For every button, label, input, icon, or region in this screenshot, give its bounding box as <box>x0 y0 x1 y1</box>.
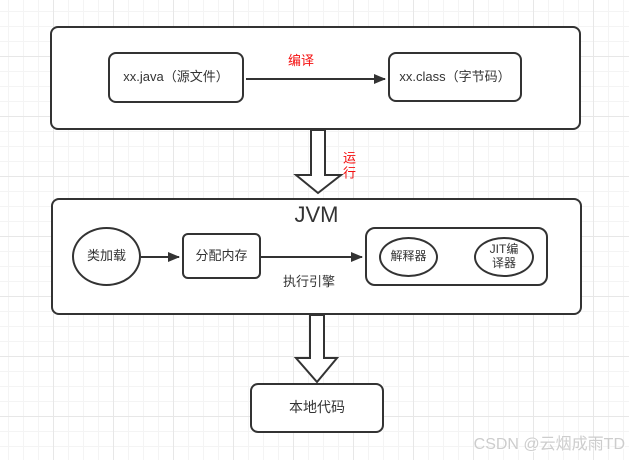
compile-label: 编译 <box>288 53 315 68</box>
native-code-node: 本地代码 <box>250 383 384 433</box>
execution-engine-label: 执行引擎 <box>283 274 336 289</box>
run-block-arrow <box>293 129 344 195</box>
class-file-label: xx.class（字节码） <box>399 68 511 84</box>
native-code-label: 本地代码 <box>289 399 345 416</box>
interpreter-node: 解释器 <box>379 237 438 277</box>
class-file-node: xx.class（字节码） <box>388 52 522 102</box>
source-file-node: xx.java（源文件） <box>108 52 244 103</box>
class-loader-node: 类加载 <box>72 227 141 286</box>
csdn-watermark: CSDN @云烟成雨TD <box>473 436 625 453</box>
jit-compiler-label: JIT编译器 <box>489 242 519 270</box>
jvm-title: JVM <box>294 202 339 227</box>
run-label: 运行 <box>341 151 356 181</box>
interpreter-label: 解释器 <box>390 249 427 264</box>
jvm-to-native-block-arrow <box>293 314 340 384</box>
allocate-memory-node: 分配内存 <box>182 233 261 279</box>
source-file-label: xx.java（源文件） <box>123 69 229 85</box>
jit-compiler-node: JIT编译器 <box>474 237 534 277</box>
allocate-memory-label: 分配内存 <box>195 247 248 263</box>
class-loader-label: 类加载 <box>86 248 126 264</box>
